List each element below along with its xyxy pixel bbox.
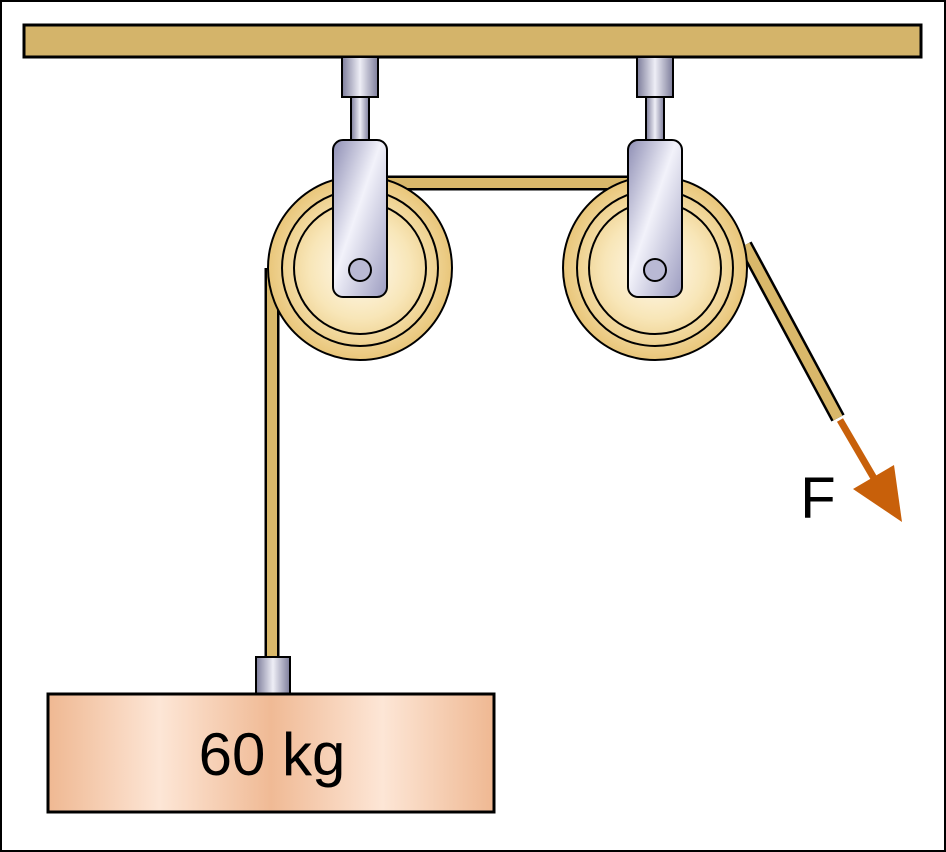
mass-label: 60 kg (199, 721, 346, 788)
pulley-right-axle (643, 258, 667, 282)
mass-hook (255, 656, 291, 696)
rope (264, 175, 845, 660)
pulley-left-rod (350, 96, 370, 144)
force-label: F (800, 466, 835, 531)
mass-block (46, 692, 496, 814)
pulley-left-bracket (332, 139, 388, 298)
pulley-left (267, 56, 453, 361)
arrow-icon (836, 418, 902, 522)
pulley-right-bracket (627, 139, 683, 298)
pulley-right-mount (636, 56, 674, 98)
pulley-left-axle (348, 258, 372, 282)
ceiling-beam (22, 23, 923, 59)
pulley-left-mount (341, 56, 379, 98)
pulley-right-rod (645, 96, 665, 144)
pulley-right (562, 56, 748, 361)
